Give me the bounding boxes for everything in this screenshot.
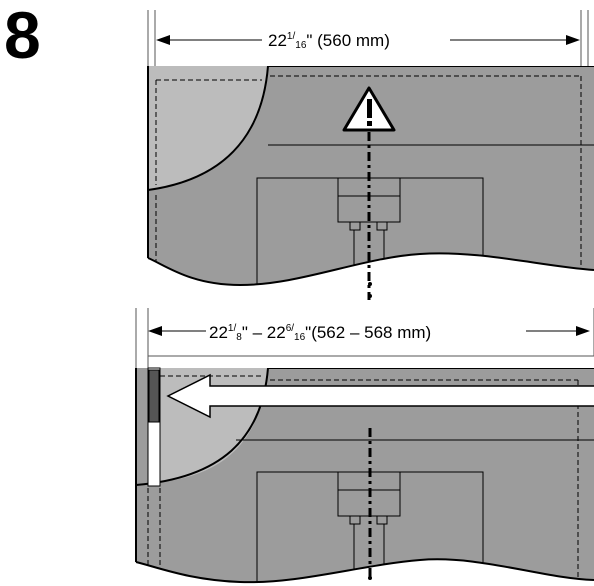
top-panel-wavy-edge: [147, 252, 594, 287]
top-dimension-label: 221/16" (560 mm): [268, 31, 390, 51]
connector-dots: [368, 282, 372, 298]
arrow-left-icon: [166, 373, 594, 419]
bottom-view: 221/8" – 226/16"(562 – 568 mm): [135, 308, 594, 584]
warning-triangle-icon: [342, 86, 396, 132]
bottom-dimension-line: [148, 326, 590, 336]
bottom-dimension-label: 221/8" – 226/16"(562 – 568 mm): [209, 323, 431, 343]
step-number: 8: [4, 0, 41, 72]
cabinet-side-strip: [148, 369, 160, 423]
top-panel-cutout: [148, 66, 268, 190]
top-dimension-line: [156, 35, 580, 45]
bottom-panel-wavy-edge: [135, 558, 594, 584]
top-view: 221/16" (560 mm): [147, 10, 594, 300]
